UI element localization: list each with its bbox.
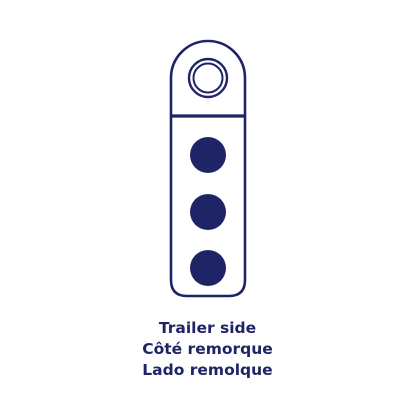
contact-pin-2 xyxy=(190,194,226,230)
caption-english: Trailer side xyxy=(158,319,257,337)
caption-french: Côté remorque xyxy=(142,340,273,358)
mounting-ring-inner xyxy=(192,62,224,94)
contact-pin-1 xyxy=(190,137,226,173)
mounting-ring-outer xyxy=(187,57,229,99)
caption: Trailer side Côté remorque Lado remolque xyxy=(0,318,415,381)
connector-outline xyxy=(169,39,247,298)
caption-spanish: Lado remolque xyxy=(142,361,273,379)
contact-pin-3 xyxy=(190,250,226,286)
